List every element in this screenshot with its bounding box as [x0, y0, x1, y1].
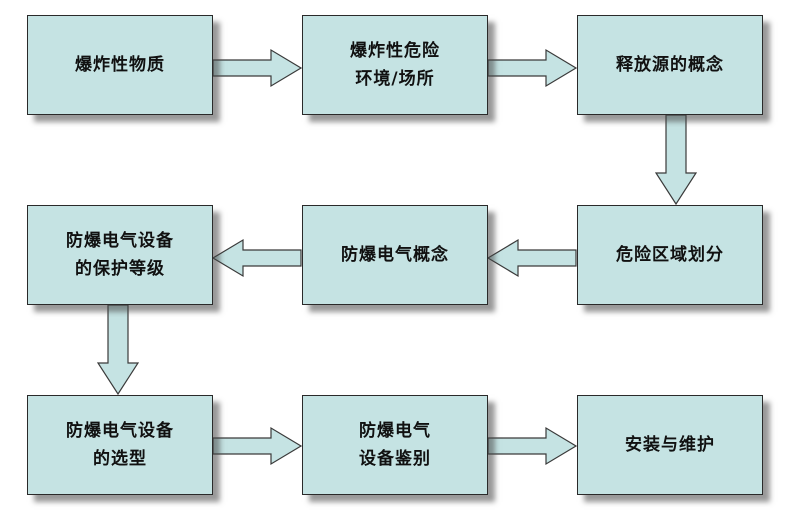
- node-label: 防爆电气 设备鉴别: [359, 421, 431, 469]
- node-explosive-substances: 爆炸性物质: [27, 15, 213, 115]
- node-explosion-proof-concept: 防爆电气概念: [302, 205, 488, 305]
- node-label: 防爆电气设备 的保护等级: [66, 231, 174, 279]
- node-hazardous-area-classification: 危险区域划分: [577, 205, 763, 305]
- arrow-n3-to-n6: [654, 114, 698, 206]
- arrow-n7-to-n8: [212, 426, 303, 466]
- node-label: 爆炸性危险 环境/场所: [350, 41, 440, 89]
- arrow-n8-to-n9: [487, 426, 578, 466]
- arrow-n4-to-n7: [96, 304, 140, 396]
- node-installation-maintenance: 安装与维护: [577, 395, 763, 495]
- node-release-source-concept: 释放源的概念: [577, 15, 763, 115]
- node-label: 防爆电气设备 的选型: [66, 421, 174, 469]
- node-label: 危险区域划分: [616, 245, 724, 265]
- node-label: 释放源的概念: [616, 55, 724, 75]
- node-label: 安装与维护: [625, 435, 715, 455]
- node-equipment-identification: 防爆电气 设备鉴别: [302, 395, 488, 495]
- node-equipment-protection-level: 防爆电气设备 的保护等级: [27, 205, 213, 305]
- arrow-n5-to-n4: [211, 238, 302, 278]
- node-hazardous-environment: 爆炸性危险 环境/场所: [302, 15, 488, 115]
- node-equipment-selection: 防爆电气设备 的选型: [27, 395, 213, 495]
- node-label: 防爆电气概念: [341, 245, 449, 265]
- arrow-n6-to-n5: [486, 238, 577, 278]
- arrow-n2-to-n3: [487, 48, 578, 88]
- node-label: 爆炸性物质: [75, 55, 165, 75]
- arrow-n1-to-n2: [212, 48, 303, 88]
